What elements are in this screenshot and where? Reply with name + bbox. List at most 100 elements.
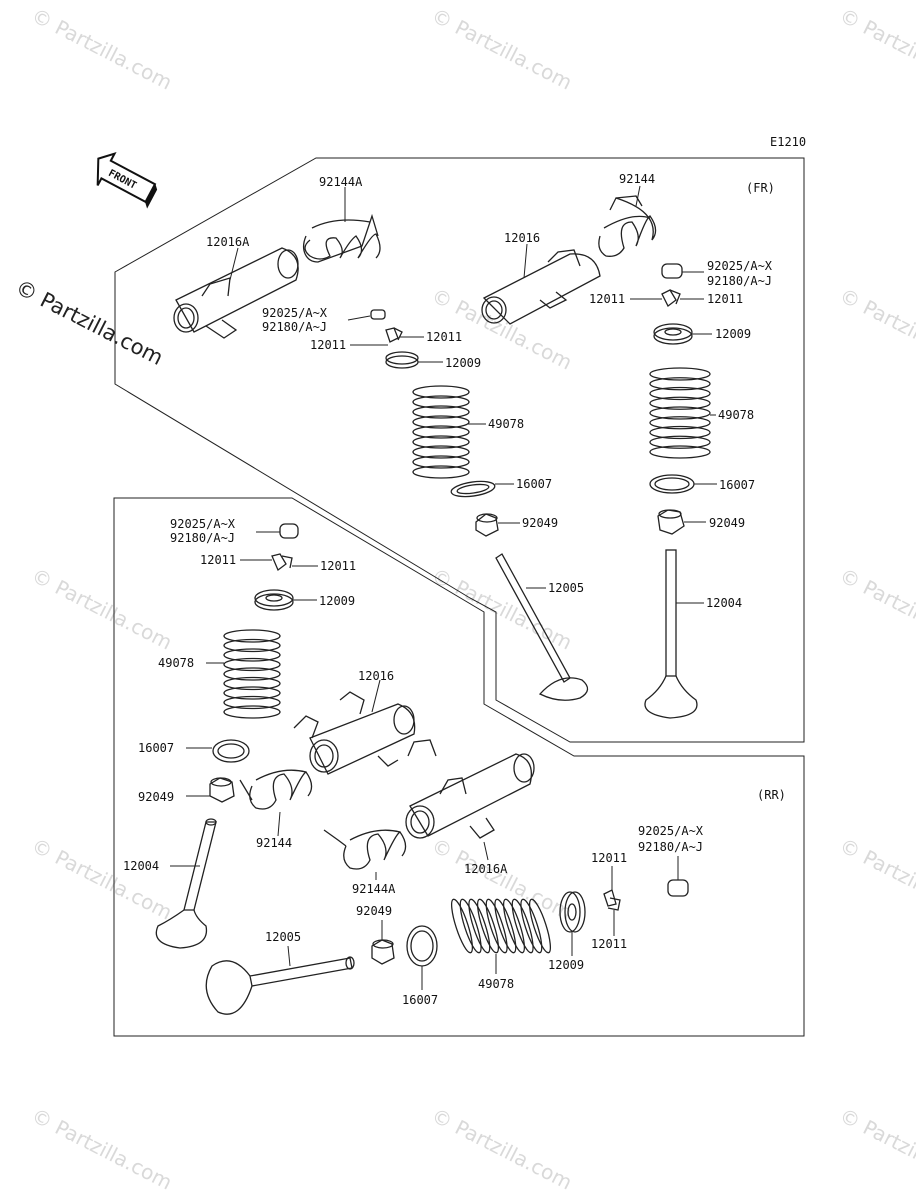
part-label: 92049 — [138, 790, 174, 804]
fr-section-label: (FR) — [746, 181, 775, 195]
part-label: 49078 — [158, 656, 194, 670]
part-label: 12011 — [707, 292, 743, 306]
part-label: 12011 — [591, 937, 627, 951]
washer-icon — [450, 480, 496, 498]
rr-section-label: (RR) — [757, 788, 786, 802]
retainer-icon — [653, 323, 693, 345]
watermark-text: © Partzilla.com — [428, 833, 576, 924]
rocker-arm-icon — [173, 247, 299, 339]
part-label: 92180/A~J — [262, 320, 327, 334]
part-label: 16007 — [402, 993, 438, 1007]
leader-line — [287, 945, 291, 967]
watermark-prominent: © Partzilla.com — [12, 275, 167, 370]
watermark-text: © Partzilla.com — [836, 1103, 916, 1194]
part-label: 92025/A~X — [638, 824, 704, 838]
part-label: 12009 — [319, 594, 355, 608]
part-label: 12016 — [504, 231, 540, 245]
watermark-text: © Partzilla.com — [28, 833, 176, 924]
part-label: 49078 — [488, 417, 524, 431]
leader-line — [371, 679, 381, 713]
part-label: 12004 — [706, 596, 742, 610]
watermark-text: © Partzilla.com — [836, 283, 916, 374]
watermark-text: © Partzilla.com — [428, 1103, 576, 1194]
leader-line — [277, 811, 281, 837]
part-label: 12016A — [206, 235, 250, 249]
valve-spring-icon — [223, 629, 281, 719]
part-label: 12005 — [548, 581, 584, 595]
part-label: 92180/A~J — [170, 531, 235, 545]
part-label: 12011 — [310, 338, 346, 352]
part-label: 12009 — [715, 327, 751, 341]
valve-spring-icon — [649, 367, 711, 459]
front-arrow-icon: FRONT — [96, 151, 158, 209]
valve-spring-icon — [412, 385, 470, 479]
seal-icon — [209, 777, 235, 803]
fr-section-frame — [114, 157, 805, 743]
washer-icon — [212, 739, 250, 763]
valve-icon — [644, 549, 698, 719]
part-label: 92049 — [522, 516, 558, 530]
part-label: 12016A — [464, 862, 508, 876]
watermark-text: © Partzilla.com — [28, 3, 176, 94]
part-label: 92180/A~J — [638, 840, 703, 854]
part-label: 12005 — [265, 930, 301, 944]
part-label: 12011 — [591, 851, 627, 865]
spring-icon — [323, 829, 407, 870]
diagram-code: E1210 — [770, 135, 806, 149]
seal-icon — [371, 939, 395, 965]
part-label: 16007 — [516, 477, 552, 491]
leader-line — [229, 247, 239, 281]
rocker-arm-icon — [293, 691, 416, 775]
rocker-arm-icon — [481, 249, 601, 325]
part-label: 12009 — [548, 958, 584, 972]
cotter-icon — [385, 327, 403, 343]
part-label: 92049 — [356, 904, 392, 918]
leader-line — [635, 185, 641, 207]
part-label: 12011 — [426, 330, 462, 344]
part-label: 92144 — [256, 836, 292, 850]
part-label: 16007 — [138, 741, 174, 755]
part-label: 12009 — [445, 356, 481, 370]
retainer-icon — [385, 351, 419, 369]
watermark-text: © Partzilla.com — [836, 563, 916, 654]
rocker-arm-icon — [405, 739, 535, 839]
washer-icon — [406, 925, 438, 967]
part-label: 92025/A~X — [262, 306, 328, 320]
part-label: 92025/A~X — [707, 259, 773, 273]
spring-icon — [239, 769, 313, 810]
part-label: 16007 — [719, 478, 755, 492]
retainer-icon — [559, 891, 586, 933]
part-label: 12011 — [589, 292, 625, 306]
part-label: 92144A — [352, 882, 396, 896]
cotter-icon — [271, 553, 293, 572]
part-label: 92180/A~J — [707, 274, 772, 288]
retainer-icon — [254, 589, 294, 611]
cap-icon — [279, 523, 299, 539]
part-label: 49078 — [478, 977, 514, 991]
watermark-text: © Partzilla.com — [428, 563, 576, 654]
valve-spring-icon — [450, 898, 552, 954]
part-label: 92144 — [619, 172, 655, 186]
cap-icon — [661, 263, 683, 279]
washer-icon — [649, 474, 695, 494]
leader-line — [483, 841, 489, 861]
watermark-text: © Partzilla.com — [28, 1103, 176, 1194]
part-label: 12016 — [358, 669, 394, 683]
part-label: 12011 — [200, 553, 236, 567]
part-label: 92025/A~X — [170, 517, 236, 531]
watermark-text: © Partzilla.com — [836, 833, 916, 924]
valve-icon — [155, 818, 217, 949]
watermark-text: © Partzilla.com — [836, 3, 916, 94]
cotter-icon — [603, 889, 621, 911]
cap-icon — [667, 879, 689, 897]
seal-icon — [475, 513, 499, 537]
watermark-text: © Partzilla.com — [28, 563, 176, 654]
valve-icon — [495, 553, 589, 701]
spring-icon — [303, 213, 381, 263]
part-label: 92144A — [319, 175, 363, 189]
part-label: 92049 — [709, 516, 745, 530]
seal-icon — [657, 509, 685, 535]
cotter-icon — [661, 289, 681, 307]
part-label: 12011 — [320, 559, 356, 573]
